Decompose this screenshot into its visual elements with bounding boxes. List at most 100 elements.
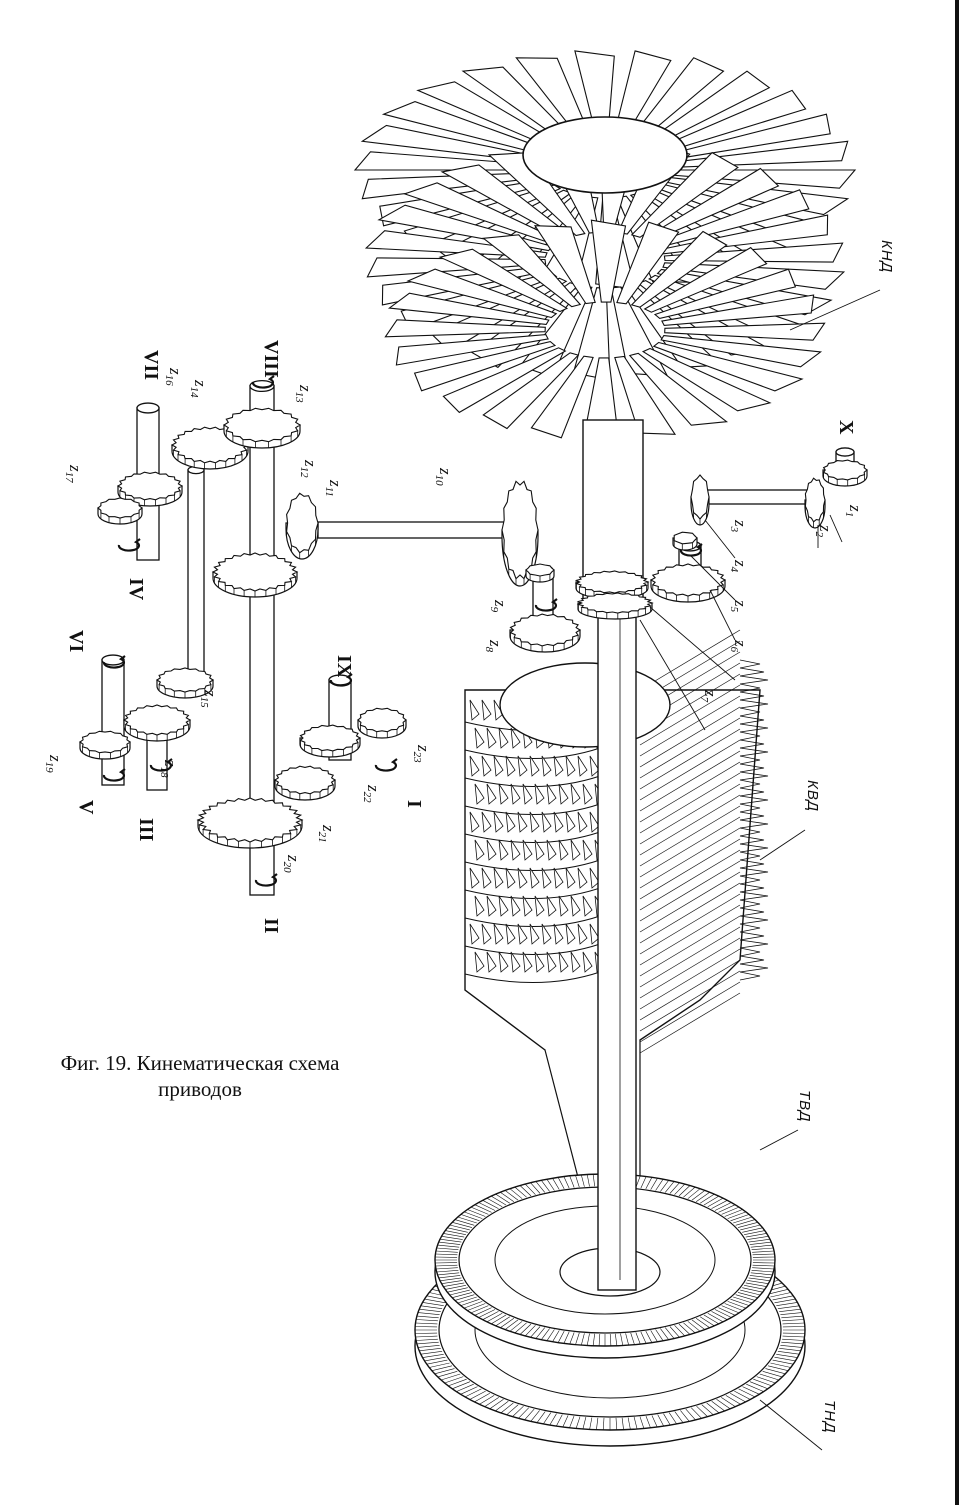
compressor-blade (510, 951, 521, 973)
gear-z21 (273, 765, 337, 801)
label-z1: z1 (843, 504, 865, 517)
diagram-labels: z1z2z3z4z5z6z7z8z9z10z11z12z13z14z15z16z… (43, 240, 895, 1451)
compressor-blade (558, 895, 569, 917)
compressor-blade (589, 755, 600, 777)
label-z2: z2 (813, 524, 835, 538)
compressor-blade (469, 923, 480, 945)
section-hatch (639, 893, 741, 955)
compressor-blade (553, 755, 564, 777)
compressor-outer-blade (739, 755, 761, 765)
compressor-outer-blade (739, 683, 761, 693)
section-hatch (639, 849, 741, 911)
compressor-outer-blade (739, 787, 765, 797)
section-hatch (639, 805, 741, 867)
compressor-blade (582, 839, 593, 861)
compressor-outer-blade (739, 899, 761, 909)
compressor-outer-blade (739, 763, 765, 773)
compressor-outer-blade (739, 675, 769, 685)
fan-blade (630, 151, 739, 238)
label-z17: z17 (63, 464, 85, 483)
compressor-outer-blade (739, 843, 769, 853)
compressor-outer-blade (739, 891, 769, 901)
compressor-blade (498, 727, 509, 749)
compressor-blade (469, 755, 480, 777)
shaft-vi-v (101, 654, 125, 786)
compressor-blade (570, 783, 581, 805)
section-hatch (639, 959, 741, 1021)
fan-blade (662, 262, 846, 290)
compressor-blade (481, 699, 492, 721)
gear-z15 (155, 667, 215, 699)
compressor-outer-blade (739, 875, 761, 885)
leader-line (649, 606, 736, 681)
compressor-blade (589, 811, 600, 833)
section-hatch (639, 926, 741, 988)
caption-line-2: приводов (158, 1077, 242, 1101)
compressor-blade (469, 867, 480, 889)
compressor-blade (546, 951, 557, 973)
compressor-blade (534, 951, 545, 973)
compressor-blade (589, 923, 600, 945)
label-shaft-iii: III (135, 818, 157, 842)
compressor-outer-blade (739, 731, 761, 741)
rotation-arrow-iii (149, 758, 173, 772)
compressor-blade (577, 755, 588, 777)
compressor-blade (505, 811, 516, 833)
compressor-blade (541, 923, 552, 945)
label-shaft-viii: VIII (260, 340, 282, 378)
main-shaft (582, 419, 644, 1291)
section-hatch (639, 937, 741, 999)
compressor-blade (565, 755, 576, 777)
compressor-blade (498, 895, 509, 917)
low-pressure-compressor-fan (353, 50, 857, 441)
horizontal-shaft-z11-z10 (317, 521, 511, 539)
compressor-blade (570, 895, 581, 917)
compressor-blade (582, 895, 593, 917)
section-hatch (639, 904, 741, 966)
compressor-blade (474, 951, 485, 973)
label-z12: z12 (298, 459, 320, 478)
compressor-blade (565, 867, 576, 889)
gear-z23 (357, 707, 407, 739)
fan-blade (406, 268, 558, 319)
compressor-blade (474, 727, 485, 749)
compressor-outer-blade (739, 931, 765, 941)
compressor-blade (481, 755, 492, 777)
section-hatch (639, 816, 741, 878)
compressor-blade (498, 783, 509, 805)
label-z3: z3 (728, 519, 750, 533)
compressor-blade (474, 839, 485, 861)
rotation-arrow-z9 (534, 598, 558, 612)
compressor-blade (486, 783, 497, 805)
gear-z3 (690, 474, 710, 526)
compressor-outer-blade (739, 963, 769, 973)
rotation-arrow-viii (251, 375, 275, 389)
compressor-disc-edge (464, 747, 601, 759)
fan-blade (653, 268, 797, 319)
leader-line (759, 829, 806, 861)
compressor-blade (493, 755, 504, 777)
gear-z9 (525, 563, 555, 583)
label-z22: z22 (361, 784, 383, 803)
compressor-outer-blade (739, 939, 769, 949)
section-hatch (639, 827, 741, 889)
rotation-arrow-z4 (679, 543, 703, 557)
compressor-blade (510, 783, 521, 805)
compressor-blade (529, 755, 540, 777)
compressor-blade (522, 839, 533, 861)
fan-blade (664, 322, 826, 341)
compressor-blade (541, 755, 552, 777)
label-z18: z18 (158, 759, 180, 778)
compressor-blade (474, 895, 485, 917)
compressor-blade (505, 755, 516, 777)
compressor-blade (493, 699, 504, 721)
label-z5: z5 (728, 599, 750, 613)
compressor-blade (510, 895, 521, 917)
compressor-blade (469, 811, 480, 833)
label-shaft-vi: VI (65, 630, 87, 652)
compressor-blade (546, 783, 557, 805)
label-knd: КНД (878, 240, 895, 273)
label-tnd: ТНД (821, 1400, 838, 1434)
section-hatch (639, 717, 741, 779)
fan-blade (616, 221, 680, 305)
